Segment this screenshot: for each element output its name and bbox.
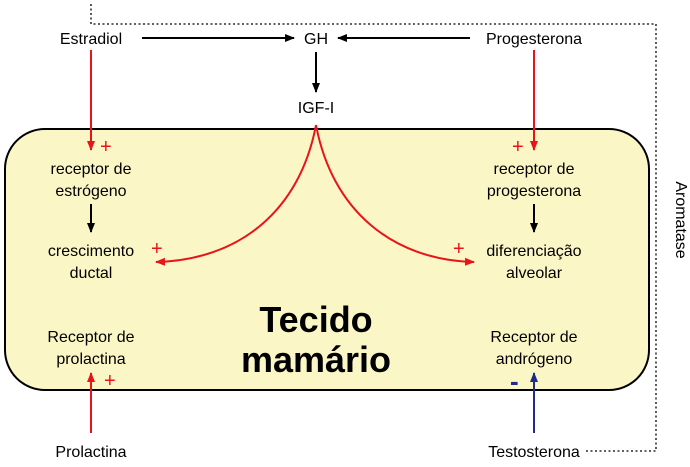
arrow-igf-crescimento bbox=[155, 124, 317, 266]
node-prolactina: Prolactina bbox=[55, 444, 126, 461]
node-diferenciacao-line2: alveolar bbox=[506, 265, 563, 282]
plus-sign-prolactina: + bbox=[104, 370, 116, 392]
aromatase-dotted-path bbox=[90, 2, 657, 452]
node-receptor-prolactina-line1: Receptor de bbox=[47, 329, 134, 346]
plus-sign-estrogeno: + bbox=[100, 136, 112, 158]
node-receptor-prolactina-line2: prolactina bbox=[56, 351, 125, 368]
minus-sign-androgeno: - bbox=[510, 366, 519, 396]
aromatase-label: Aromatase bbox=[672, 181, 689, 258]
node-receptor-progesterona-line2: progesterona bbox=[487, 183, 581, 200]
node-receptor-androgeno-line2: andrógeno bbox=[496, 351, 573, 368]
arrow-igf-diferenciacao bbox=[315, 124, 475, 266]
node-crescimento-line2: ductal bbox=[70, 265, 113, 282]
node-crescimento-line1: crescimento bbox=[48, 243, 134, 260]
node-gh: GH bbox=[304, 31, 328, 48]
node-estradiol: Estradiol bbox=[60, 31, 122, 48]
node-testosterona: Testosterona bbox=[488, 444, 580, 461]
node-receptor-estrogeno-line1: receptor de bbox=[51, 161, 132, 178]
tissue-title-line1: Tecido bbox=[259, 299, 372, 340]
node-receptor-progesterona-line1: receptor de bbox=[494, 161, 575, 178]
plus-sign-crescimento: + bbox=[151, 238, 163, 260]
node-diferenciacao-line1: diferenciação bbox=[486, 243, 581, 260]
node-progesterona: Progesterona bbox=[486, 31, 582, 48]
plus-sign-progesterona: + bbox=[512, 136, 524, 158]
node-igf: IGF-I bbox=[298, 100, 334, 117]
plus-sign-diferenciacao: + bbox=[453, 238, 465, 260]
tissue-box bbox=[4, 128, 650, 391]
node-receptor-androgeno-line1: Receptor de bbox=[490, 329, 577, 346]
node-receptor-estrogeno-line2: estrógeno bbox=[55, 183, 126, 200]
tissue-title-line2: mamário bbox=[241, 339, 391, 380]
